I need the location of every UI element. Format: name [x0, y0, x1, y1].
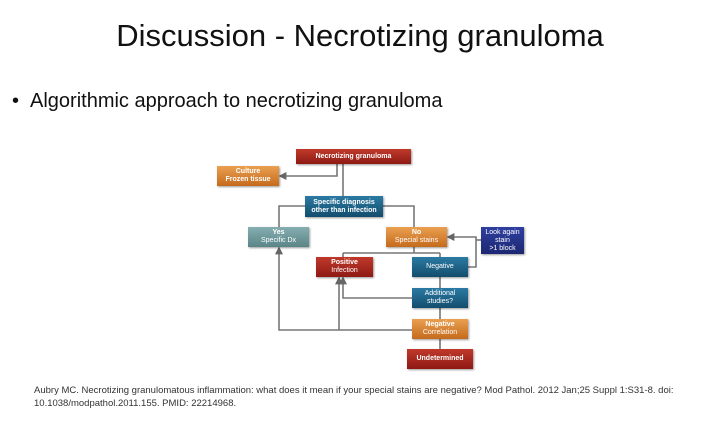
reference-citation: Aubry MC. Necrotizing granulomatous infl… — [34, 385, 674, 409]
node-label: Infection — [331, 267, 358, 274]
node-necrotizing-granuloma: Necrotizing granuloma — [296, 149, 411, 164]
connector — [278, 164, 338, 180]
node-label: Specific Dx — [260, 237, 296, 244]
node-label: Undetermined — [416, 355, 464, 362]
bullet-text: Algorithmic approach to necrotizing gran… — [30, 90, 443, 112]
bullet-item: • Algorithmic approach to necrotizing gra… — [12, 90, 442, 113]
connector — [275, 246, 412, 331]
node-label: Culture — [235, 168, 261, 175]
node-label: stain — [495, 236, 510, 244]
node-label: Special stains — [394, 237, 439, 244]
node-label: Negative — [425, 321, 455, 328]
node-label: other than infection — [311, 206, 377, 214]
node-label: Yes — [272, 229, 285, 236]
connector — [383, 205, 415, 227]
node-negative: Negative — [412, 257, 468, 277]
node-undetermined: Undetermined — [407, 349, 473, 369]
node-label: Correlation — [422, 329, 458, 336]
node-label: >1 block — [489, 244, 516, 252]
connector — [446, 233, 477, 268]
bullet-dot: • — [12, 90, 20, 112]
node-label: Additional — [424, 290, 456, 297]
connector — [339, 276, 412, 299]
node-label: Look again — [485, 228, 520, 236]
node-label: Specific diagnosis — [313, 198, 375, 206]
node-label: Frozen tissue — [225, 176, 271, 183]
slide-title: Discussion - Necrotizing granuloma — [116, 18, 604, 53]
node-label: No — [411, 229, 422, 236]
node-label: Positive — [331, 259, 358, 266]
node-label: Negative — [426, 263, 454, 270]
node-label: studies? — [426, 298, 454, 305]
node-label: Necrotizing granuloma — [315, 152, 392, 160]
connector — [278, 205, 305, 227]
